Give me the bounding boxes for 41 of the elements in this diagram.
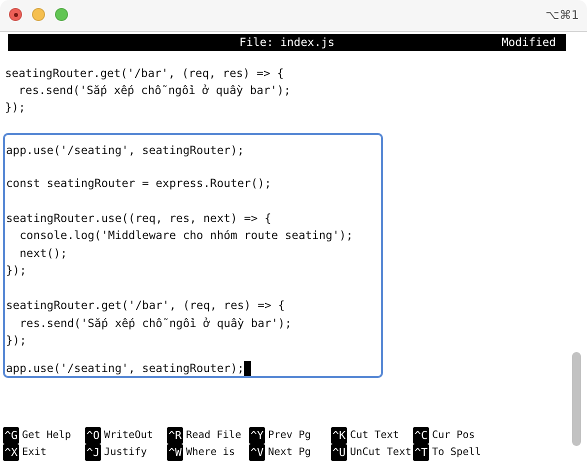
shortcut-label: Cur Pos (432, 429, 475, 443)
code-line: const seatingRouter = express.Router(); (6, 176, 272, 192)
shortcut-key: ^O (85, 427, 101, 444)
keyboard-shortcut-hint: ⌥⌘1 (546, 8, 579, 22)
code-line: seatingRouter.use((req, res, next) => { (6, 211, 272, 227)
shortcut-key: ^C (413, 427, 429, 444)
shortcut-key: ^U (331, 444, 347, 461)
shortcut-key: ^R (167, 427, 183, 444)
shortcut-label: Cut Text (350, 429, 400, 443)
code-line: seatingRouter.get('/bar', (req, res) => { (5, 66, 284, 82)
shortcut-key: ^W (167, 444, 183, 461)
shortcut-label: Get Help (22, 429, 72, 443)
shortcut-label: To Spell (432, 446, 482, 460)
shortcut-label: Where is (186, 446, 236, 460)
shortcut-key: ^G (3, 427, 19, 444)
code-line: }); (6, 333, 26, 349)
shortcut-label: Justify (104, 446, 147, 460)
shortcut-label: Exit (22, 446, 47, 460)
code-line: console.log('Middleware cho nhóm route seating'); (18, 228, 353, 244)
shortcut-label: WriteOut (104, 429, 154, 443)
modified-status-text: Modified (502, 35, 556, 51)
shortcut-key: ^T (413, 444, 429, 461)
selected-code-block (3, 133, 383, 378)
shortcut-label: Read File (186, 429, 242, 443)
code-line: }); (5, 100, 26, 116)
shortcut-label: Next Pg (268, 446, 311, 460)
shortcut-key: ^X (3, 444, 19, 461)
shortcut-key: ^K (331, 427, 347, 444)
shortcut-key: ^V (249, 444, 265, 461)
code-line: }); (6, 263, 26, 279)
shortcut-label: UnCut Text (350, 446, 412, 460)
code-line: res.send('Sắp xếp chỗ ngồi ở quầy bar'); (18, 83, 291, 99)
code-line: res.send('Sắp xếp chỗ ngồi ở quầy bar'); (18, 316, 292, 332)
code-line: app.use('/seating', seatingRouter); (6, 143, 244, 159)
code-line: app.use('/seating', seatingRouter); (6, 361, 244, 377)
file-name-text: File: index.js (239, 35, 335, 51)
shortcut-label: Prev Pg (268, 429, 311, 443)
shortcut-key: ^J (85, 444, 101, 461)
code-line: seatingRouter.get('/bar', (req, res) => { (6, 298, 285, 314)
code-line: next(); (18, 246, 68, 262)
shortcut-key: ^Y (249, 427, 265, 444)
